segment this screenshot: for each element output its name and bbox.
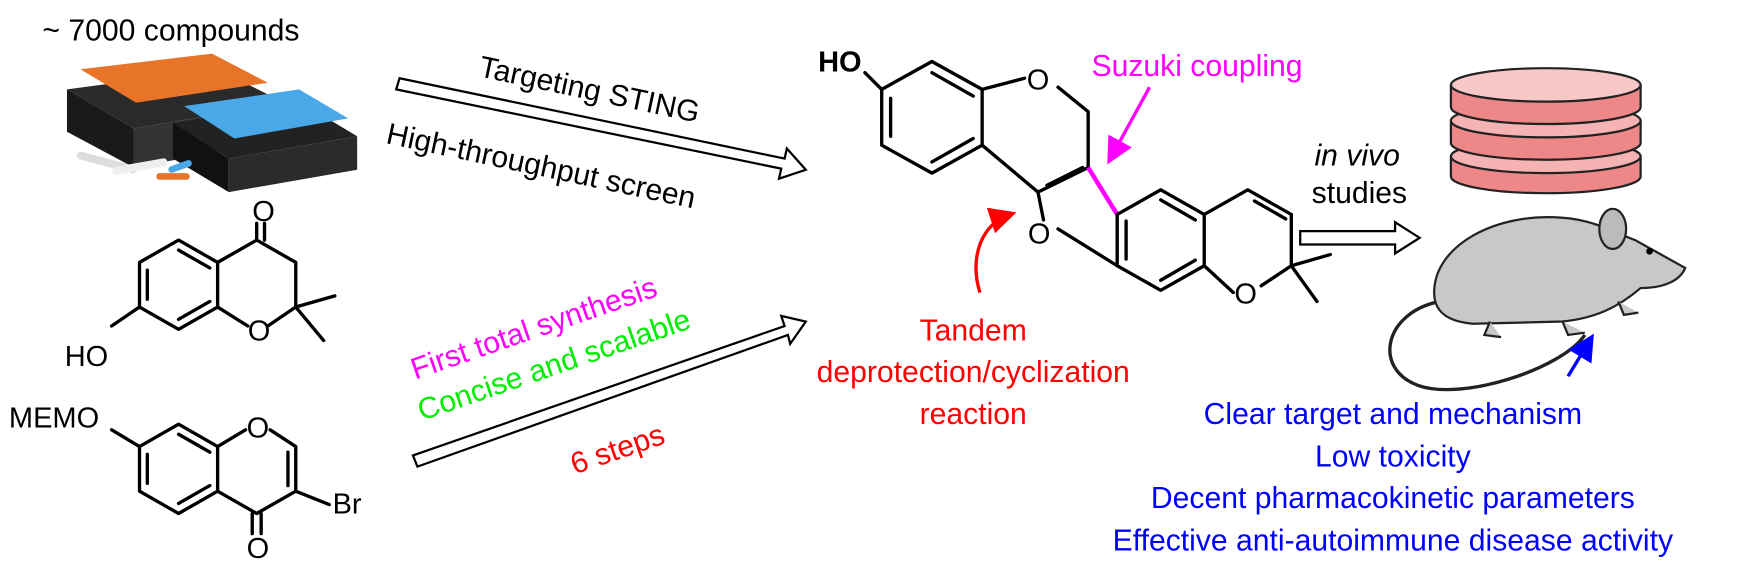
svg-text:O: O [1028, 218, 1051, 250]
svg-text:O: O [247, 533, 270, 565]
tandem-label: Tandem deprotection/cyclization reaction [817, 315, 1130, 432]
six-steps-label: 6 steps [566, 418, 669, 481]
svg-text:O: O [248, 316, 271, 348]
suzuki-coupling-label: Suzuki coupling [1092, 50, 1303, 83]
outcomes-list: Clear target and mechanism Low toxicity … [1113, 398, 1673, 557]
petri-dish-stack-icon [1449, 67, 1642, 195]
svg-text:deprotection/cyclization: deprotection/cyclization [817, 356, 1130, 389]
svg-text:O: O [1027, 64, 1050, 96]
mouse-pointer-arrow [1566, 333, 1594, 378]
library-label: ~ 7000 compounds [42, 14, 299, 47]
svg-text:HO: HO [65, 341, 109, 373]
outcome-item: Clear target and mechanism [1204, 398, 1582, 431]
outcome-item: Effective anti-autoimmune disease activi… [1113, 524, 1673, 557]
outcome-item: Low toxicity [1315, 441, 1471, 474]
svg-text:O: O [252, 196, 275, 228]
studies-label: studies [1312, 177, 1407, 210]
product-structure: HO O O O [818, 47, 1333, 311]
svg-text:Tandem: Tandem [920, 315, 1027, 348]
svg-text:Br: Br [333, 489, 362, 521]
in-vivo-label: in vivo [1314, 139, 1399, 172]
synthesis-arrow [411, 314, 808, 469]
outcome-item: Decent pharmacokinetic parameters [1151, 482, 1635, 515]
mouse-illustration [1388, 207, 1687, 392]
suzuki-pointer-arrow [1107, 86, 1152, 165]
in-vivo-arrow [1299, 220, 1422, 256]
svg-text:MEMO: MEMO [9, 403, 99, 435]
bromochromone-structure: MEMO O Br O [9, 403, 362, 566]
chromanone-structure: O HO O [65, 196, 337, 373]
compound-plates-image [66, 53, 358, 193]
svg-text:O: O [247, 413, 270, 445]
svg-text:HO: HO [818, 47, 862, 79]
svg-text:reaction: reaction [920, 398, 1027, 431]
tandem-pointer-arrow [974, 207, 1017, 294]
screen-arrow [394, 76, 808, 181]
svg-text:O: O [1234, 279, 1257, 311]
